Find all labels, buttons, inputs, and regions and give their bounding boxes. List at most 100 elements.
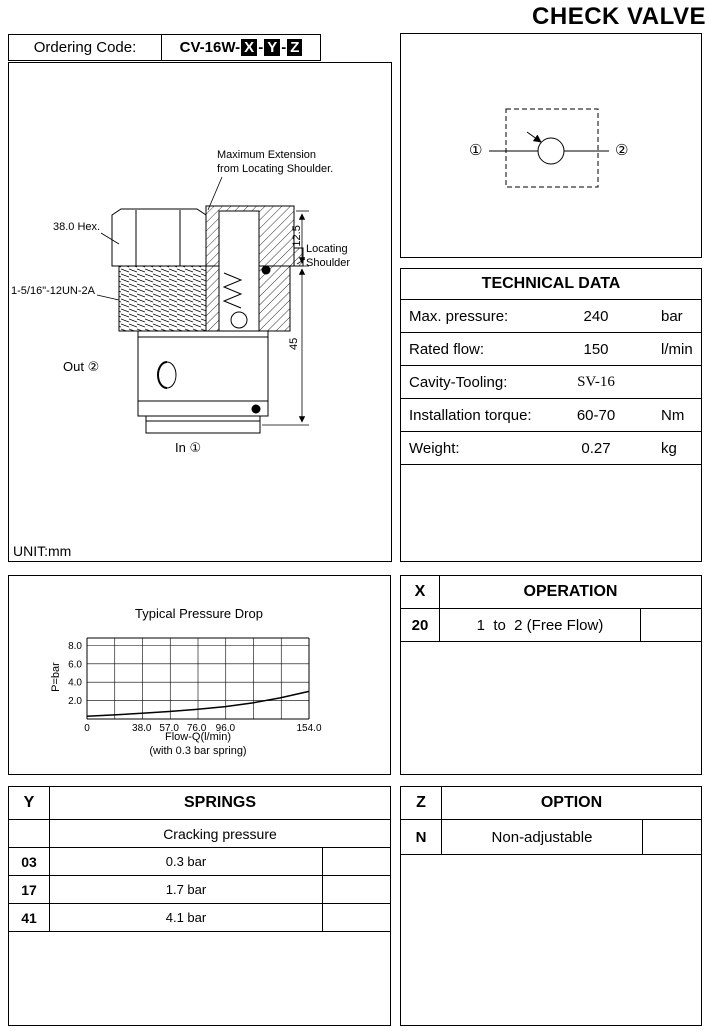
spec-value: 60-70: [576, 406, 616, 424]
spring-description: 1.7 bar: [165, 882, 207, 897]
max-extension-line2: from Locating Shoulder.: [217, 162, 334, 175]
pressure-drop-chart-panel: Typical Pressure Drop P=bar 2.0 4.0 6.0 8.0…: [8, 575, 391, 775]
spring-code: 41: [9, 904, 50, 931]
check-ball: [537, 137, 565, 165]
spec-label: Installation torque:: [409, 406, 532, 424]
svg-text:38.0: 38.0: [132, 723, 152, 734]
ordering-code-x-chip: X: [241, 39, 258, 56]
option-code: N: [401, 820, 442, 854]
valve-cross-section-drawing: [96, 176, 309, 434]
nose-section: [145, 415, 261, 434]
spec-label: Max. pressure:: [409, 307, 509, 325]
thread-section: [118, 265, 291, 332]
table-row: N Non-adjustable: [401, 820, 701, 855]
table-row: 03 0.3 bar: [9, 848, 390, 876]
table-row: 41 4.1 bar: [9, 904, 390, 932]
springs-table: Y SPRINGS Cracking pressure 03 0.3 bar 1…: [8, 786, 391, 1026]
table-row: 20 1 to 2 (Free Flow): [401, 609, 701, 642]
option-code-column-header: Z: [401, 787, 442, 819]
hex-size-label: 38.0 Hex.: [53, 221, 101, 233]
locating-shoulder-line2: Shoulder: [306, 256, 351, 269]
symbol-port-2: ②: [615, 142, 629, 159]
spec-unit: l/min: [661, 340, 693, 358]
operation-code-column-header: X: [401, 576, 440, 608]
max-extension-line1: Maximum Extension: [217, 149, 317, 161]
ordering-code-z-chip: Z: [287, 39, 303, 56]
oring-dot: [251, 404, 261, 414]
symbol-port-1: ①: [469, 142, 483, 159]
pressure-drop-curve: [86, 690, 310, 717]
svg-text:0: 0: [84, 723, 90, 734]
spec-label: Rated flow:: [409, 340, 485, 358]
chart-y-axis-label: P=bar: [50, 662, 62, 692]
oring-dot: [261, 265, 271, 275]
ordering-code-label: Ordering Code:: [9, 35, 162, 60]
chart-x-axis-sublabel: (with 0.3 bar spring): [149, 745, 247, 757]
spec-label: Cavity-Tooling:: [409, 373, 508, 391]
spec-label: Weight:: [409, 439, 460, 457]
symbol-panel: ① ②: [400, 33, 702, 258]
spec-value: 0.27: [581, 439, 611, 457]
svg-text:57.0: 57.0: [159, 723, 179, 734]
springs-header-row: Y SPRINGS: [9, 787, 390, 820]
table-row: Max. pressure: 240 bar: [401, 300, 701, 333]
empty-cell: [642, 820, 701, 854]
spring-description: 4.1 bar: [165, 910, 207, 925]
check-valve-symbol: [489, 108, 609, 188]
locating-shoulder-label: Locating Shoulder: [306, 243, 350, 271]
svg-text:4.0: 4.0: [68, 678, 82, 689]
ordering-code-y-chip: Y: [264, 39, 281, 56]
springs-code-column-header: Y: [9, 787, 50, 819]
ordering-code-value: CV-16W- X - Y - Z: [162, 35, 320, 60]
spring-description: 0.3 bar: [165, 854, 207, 869]
ordering-code-separator: -: [258, 39, 264, 56]
ordering-code-box: Ordering Code: CV-16W- X - Y - Z: [8, 34, 321, 61]
spring: [222, 272, 243, 309]
valve-drawing-panel: Maximum Extension from Locating Shoulder…: [8, 62, 392, 562]
option-table: Z OPTION N Non-adjustable: [400, 786, 702, 1026]
spec-value: SV-16: [577, 373, 615, 390]
spec-value: 150: [583, 340, 609, 358]
spring-code: 03: [9, 848, 50, 875]
spec-unit: bar: [661, 307, 683, 325]
locating-shoulder-line1: Locating: [306, 243, 348, 255]
chart-title: Typical Pressure Drop: [135, 606, 263, 621]
thread-spec-label: 1-5/16"-12UN-2A: [11, 285, 95, 297]
valve-body: [137, 330, 269, 417]
svg-text:2.0: 2.0: [68, 696, 82, 707]
in-port-label: In ①: [175, 440, 202, 455]
svg-text:8.0: 8.0: [68, 641, 82, 652]
ordering-code-prefix: CV-16W-: [179, 39, 241, 56]
table-row: Installation torque: 60-70 Nm: [401, 399, 701, 432]
max-extension-label: Maximum Extension from Locating Shoulder…: [217, 149, 333, 177]
spec-unit: kg: [661, 439, 677, 457]
check-seat-arrow: [526, 131, 542, 143]
spec-value: 240: [583, 307, 609, 325]
option-description: Non-adjustable: [491, 828, 593, 846]
technical-data-panel: TECHNICAL DATA Max. pressure: 240 bar Ra…: [400, 268, 702, 562]
option-title: OPTION: [540, 794, 603, 811]
springs-subheader-row: Cracking pressure: [9, 820, 390, 848]
table-row: Cavity-Tooling: SV-16: [401, 366, 701, 399]
poppet-ball: [230, 311, 248, 329]
dimension-12-5-label: 12.5: [291, 225, 304, 247]
svg-text:6.0: 6.0: [68, 659, 82, 670]
technical-data-title: TECHNICAL DATA: [401, 269, 701, 300]
operation-code: 20: [401, 609, 440, 641]
table-row: 17 1.7 bar: [9, 876, 390, 904]
page-title: CHECK VALVE: [532, 3, 706, 30]
empty-cell: [640, 609, 701, 641]
springs-subtitle: Cracking pressure: [163, 825, 277, 842]
out-port-label: Out ②: [63, 359, 100, 374]
table-row: Weight: 0.27 kg: [401, 432, 701, 465]
dimension-lines: [262, 210, 309, 426]
symbol-envelope: [505, 108, 599, 188]
unit-label: UNIT:mm: [13, 543, 72, 559]
operation-table: X OPERATION 20 1 to 2 (Free Flow): [400, 575, 702, 775]
option-header-row: Z OPTION: [401, 787, 701, 820]
svg-text:154.0: 154.0: [296, 723, 321, 734]
operation-description: 1 to 2 (Free Flow): [476, 616, 604, 634]
svg-text:96.0: 96.0: [216, 723, 236, 734]
empty-cell: [322, 876, 390, 903]
